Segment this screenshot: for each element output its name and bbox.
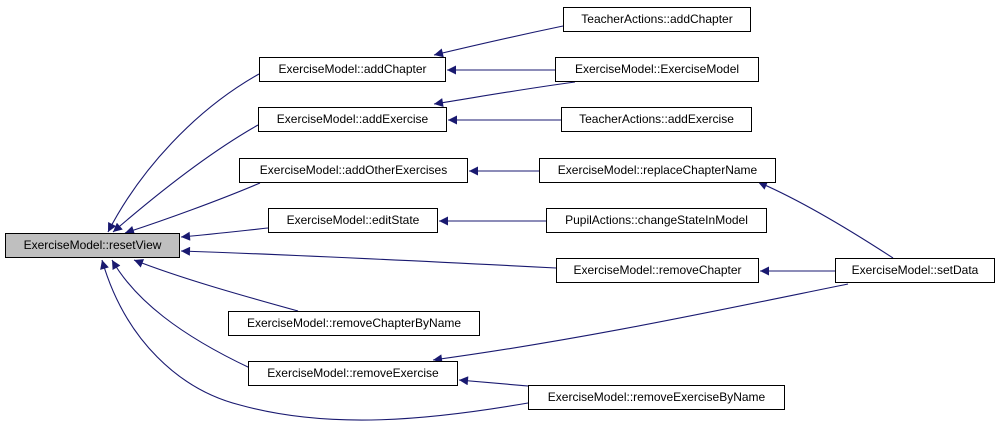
node-add-exercise[interactable]: ExerciseModel::addExercise bbox=[258, 107, 447, 132]
node-set-data[interactable]: ExerciseModel::setData bbox=[835, 258, 995, 283]
edge-removeExercise-to-resetView bbox=[111, 259, 251, 369]
node-add-chapter[interactable]: ExerciseModel::addChapter bbox=[259, 57, 446, 82]
edge-setData-to-removeExercise bbox=[432, 283, 849, 364]
edge-addExercise-to-resetView bbox=[112, 124, 259, 233]
edge-editState-to-resetView bbox=[180, 227, 269, 241]
edge-teacherAddChapter-to-addChapter bbox=[433, 25, 564, 58]
edge-removeExerciseByName-to-resetView bbox=[100, 259, 529, 421]
node-edit-state[interactable]: ExerciseModel::editState bbox=[268, 208, 438, 233]
node-reset-view[interactable]: ExerciseModel::resetView bbox=[5, 233, 180, 258]
edge-addOtherExercises-to-resetView bbox=[124, 182, 261, 235]
edge-removeChapter-to-resetView bbox=[180, 246, 557, 269]
node-teacher-add-chapter[interactable]: TeacherActions::addChapter bbox=[563, 7, 751, 32]
node-remove-exercise-by-name[interactable]: ExerciseModel::removeExerciseByName bbox=[528, 385, 785, 410]
node-change-state-in-model[interactable]: PupilActions::changeStateInModel bbox=[546, 208, 767, 233]
node-exercise-model-constructor[interactable]: ExerciseModel::ExerciseModel bbox=[555, 57, 759, 82]
node-replace-chapter-name[interactable]: ExerciseModel::replaceChapterName bbox=[539, 158, 776, 183]
edge-exerciseModelCtor-to-addExercise bbox=[433, 81, 576, 108]
node-teacher-add-exercise[interactable]: TeacherActions::addExercise bbox=[561, 107, 752, 132]
node-remove-chapter-by-name[interactable]: ExerciseModel::removeChapterByName bbox=[228, 311, 480, 336]
edge-addChapter-to-resetView bbox=[107, 73, 260, 233]
edge-removeChapterByName-to-resetView bbox=[133, 259, 299, 312]
node-remove-exercise[interactable]: ExerciseModel::removeExercise bbox=[248, 361, 458, 386]
edge-setData-to-replaceChapterName bbox=[757, 181, 894, 259]
node-remove-chapter[interactable]: ExerciseModel::removeChapter bbox=[556, 258, 759, 283]
node-add-other-exercises[interactable]: ExerciseModel::addOtherExercises bbox=[239, 158, 468, 183]
